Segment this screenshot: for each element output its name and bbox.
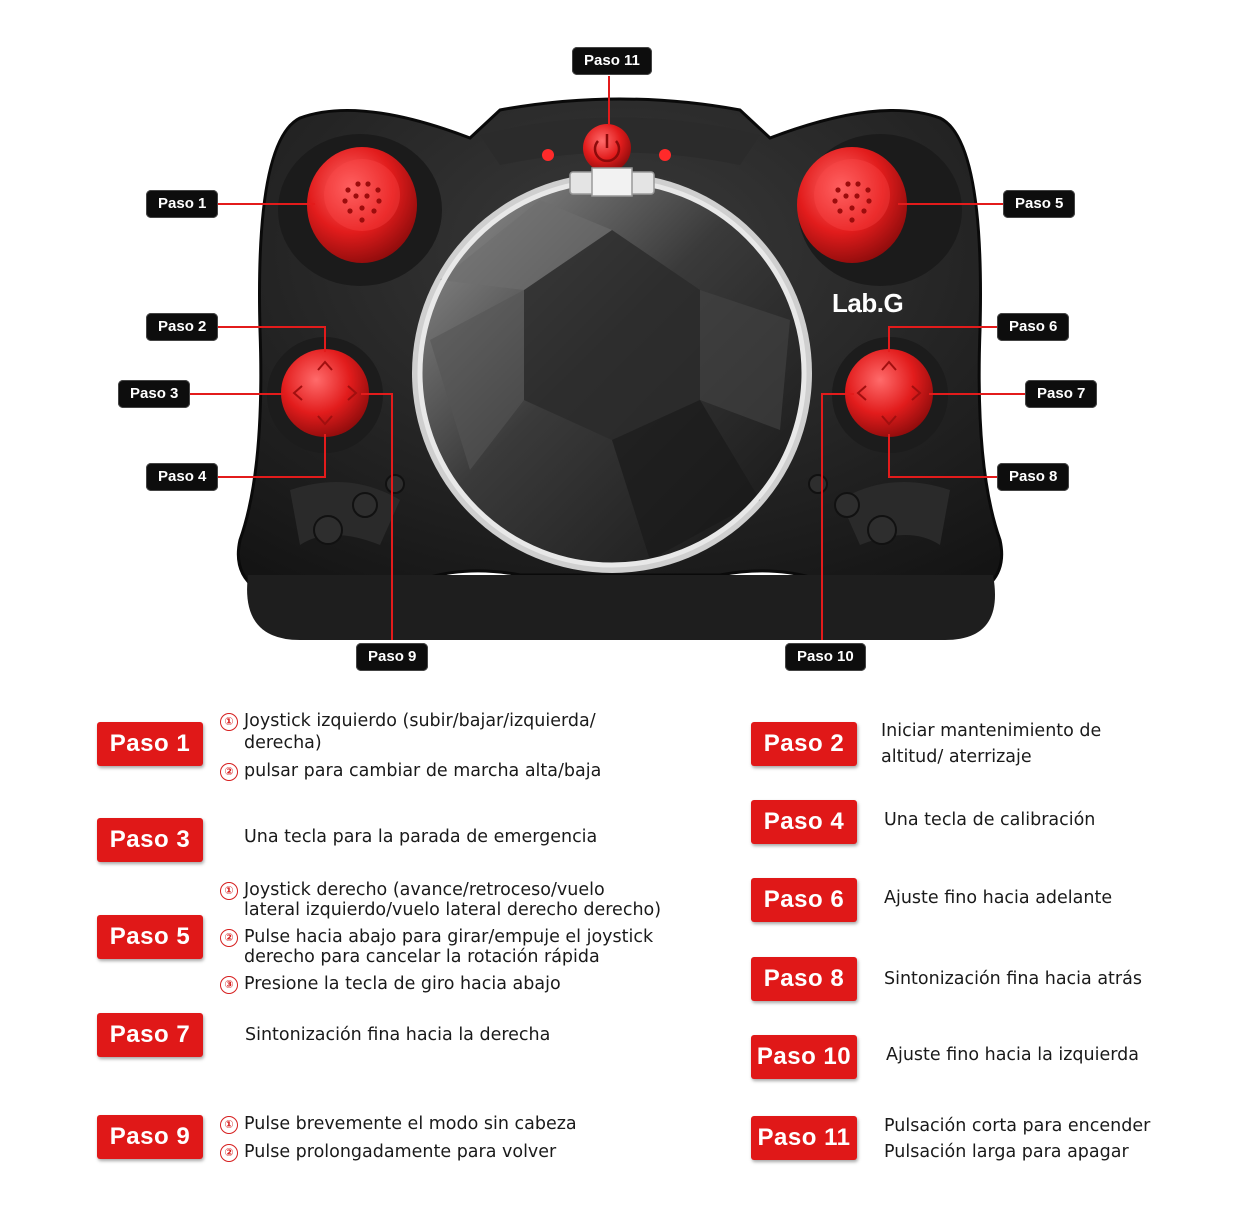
- callout-paso-8: Paso 8: [997, 463, 1070, 491]
- left-dpad-icon: [281, 349, 369, 437]
- controller-illustration: [190, 76, 1025, 640]
- legend-text: Sintonización fina hacia la derecha: [245, 1025, 551, 1045]
- aux-buttons: [313, 474, 897, 545]
- legend-badge-paso-9: Paso 9: [97, 1115, 203, 1159]
- legend-desc-paso-3: Una tecla para la parada de emergencia: [244, 826, 597, 848]
- callout-paso-6: Paso 6: [997, 313, 1070, 341]
- callout-paso-5: Paso 5: [1003, 190, 1076, 218]
- legend-text: Presione la tecla de giro hacia abajo: [244, 974, 561, 994]
- left-joystick-icon: [307, 147, 417, 263]
- legend-desc-paso-7: Sintonización fina hacia la derecha: [245, 1024, 550, 1046]
- legend-text: altitud/ aterrizaje: [881, 747, 1032, 767]
- right-dpad-icon: [845, 349, 933, 437]
- legend-line: ① Joystick izquierdo (subir/bajar/izquier…: [220, 710, 601, 732]
- legend-text: Pulse prolongadamente para volver: [244, 1142, 557, 1162]
- legend-text: derecho para cancelar la rotación rápida: [244, 947, 600, 967]
- legend-line: ① Pulse brevemente el modo sin cabeza: [220, 1113, 577, 1135]
- callout-paso-4: Paso 4: [146, 463, 219, 491]
- legend-text: Joystick izquierdo (subir/bajar/izquierd…: [244, 711, 596, 731]
- step-number: ②: [220, 1144, 238, 1162]
- step-number: ②: [220, 929, 238, 947]
- legend-text: Pulse brevemente el modo sin cabeza: [244, 1114, 577, 1134]
- step-number: ②: [220, 763, 238, 781]
- legend-text: Ajuste fino hacia adelante: [884, 888, 1113, 908]
- legend-text: Pulsación corta para encender: [884, 1116, 1151, 1136]
- callout-paso-3: Paso 3: [118, 380, 191, 408]
- step-number: ③: [220, 976, 238, 994]
- legend-badge-paso-1: Paso 1: [97, 722, 203, 766]
- callout-paso-10: Paso 10: [785, 643, 866, 671]
- legend-desc-paso-8: Sintonización fina hacia atrás: [884, 968, 1142, 990]
- brand-logo: Lab.G: [832, 288, 904, 318]
- legend-badge-paso-7: Paso 7: [97, 1013, 203, 1057]
- legend-badge-paso-5: Paso 5: [97, 915, 203, 959]
- step-number: ①: [220, 713, 238, 731]
- callout-paso-7: Paso 7: [1025, 380, 1098, 408]
- legend-line: ② Pulse prolongadamente para volver: [220, 1141, 577, 1163]
- legend-badge-paso-8: Paso 8: [751, 957, 857, 1001]
- callout-paso-11: Paso 11: [572, 47, 652, 75]
- legend-desc-paso-6: Ajuste fino hacia adelante: [884, 887, 1112, 909]
- legend-text: Pulse hacia abajo para girar/empuje el j…: [244, 927, 654, 947]
- legend-text: Ajuste fino hacia la izquierda: [886, 1045, 1139, 1065]
- right-joystick-icon: [797, 147, 907, 263]
- callout-paso-2: Paso 2: [146, 313, 219, 341]
- callout-lines: [190, 76, 1025, 640]
- legend-text: Una tecla para la parada de emergencia: [244, 827, 598, 847]
- legend-badge-paso-2: Paso 2: [751, 722, 857, 766]
- legend-badge-paso-6: Paso 6: [751, 878, 857, 922]
- legend-desc-paso-2: Iniciar mantenimiento de altitud/ aterri…: [881, 718, 1101, 770]
- power-button-icon: [583, 124, 631, 172]
- phone-holder-lens: [412, 167, 812, 573]
- legend-desc-paso-1: ① Joystick izquierdo (subir/bajar/izquier…: [220, 710, 601, 782]
- led-left-icon: [542, 149, 554, 161]
- legend-badge-paso-3: Paso 3: [97, 818, 203, 862]
- legend-badge-paso-11: Paso 11: [751, 1116, 857, 1160]
- legend-text: Una tecla de calibración: [884, 810, 1096, 830]
- legend-line: ① Joystick derecho (avance/retroceso/vuel…: [220, 880, 661, 900]
- legend-text: Pulsación larga para apagar: [884, 1142, 1129, 1162]
- legend-desc-paso-10: Ajuste fino hacia la izquierda: [886, 1044, 1139, 1066]
- legend-line: ② Pulse hacia abajo para girar/empuje el …: [220, 927, 661, 947]
- step-number: ①: [220, 882, 238, 900]
- legend-badge-paso-10: Paso 10: [751, 1035, 857, 1079]
- legend-desc-paso-11: Pulsación corta para encender Pulsación …: [884, 1113, 1150, 1165]
- legend-line: ② pulsar para cambiar de marcha alta/baja: [220, 760, 601, 782]
- legend-text: lateral izquierdo/vuelo lateral derecho …: [244, 900, 662, 920]
- legend-desc-paso-5: ① Joystick derecho (avance/retroceso/vuel…: [220, 880, 661, 994]
- legend-desc-paso-9: ① Pulse brevemente el modo sin cabeza ② Pu…: [220, 1113, 577, 1163]
- legend-text: derecha): [244, 733, 322, 753]
- callout-paso-1: Paso 1: [146, 190, 219, 218]
- legend-text: pulsar para cambiar de marcha alta/baja: [244, 761, 602, 781]
- legend-text: Joystick derecho (avance/retroceso/vuelo: [244, 880, 605, 900]
- callout-paso-9: Paso 9: [356, 643, 429, 671]
- legend-text: Iniciar mantenimiento de: [881, 721, 1102, 741]
- legend-desc-paso-4: Una tecla de calibración: [884, 809, 1095, 831]
- led-right-icon: [659, 149, 671, 161]
- legend-badge-paso-4: Paso 4: [751, 800, 857, 844]
- legend-text: Sintonización fina hacia atrás: [884, 969, 1142, 989]
- legend-line: ③ Presione la tecla de giro hacia abajo: [220, 974, 661, 994]
- step-number: ①: [220, 1116, 238, 1134]
